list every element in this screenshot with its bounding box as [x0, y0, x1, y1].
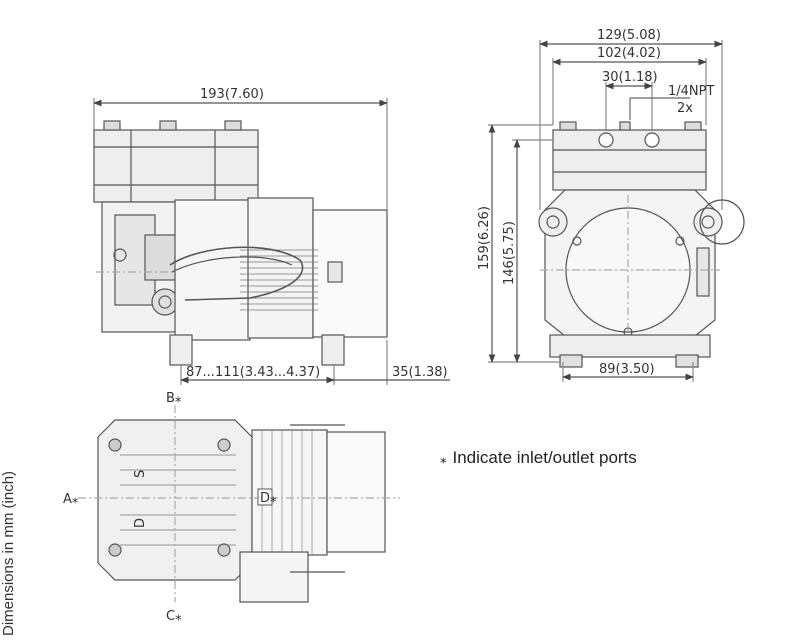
head-width-label: 102(4.02) [597, 46, 661, 61]
head-mark-d: D [133, 518, 148, 528]
port-label-a: A⁎ [63, 492, 79, 507]
port-label-d: D⁎ [260, 491, 277, 506]
legend-text: Indicate inlet/outlet ports [452, 448, 637, 467]
side-view [93, 98, 450, 385]
front-view [488, 40, 745, 382]
overall-height-label: 159(6.26) [477, 206, 492, 270]
port-thread-label: 1/4NPT [668, 84, 714, 99]
port-label-c: C⁎ [166, 609, 182, 624]
legend-star: ⁎ [440, 451, 447, 466]
overall-length-label: 193(7.60) [200, 87, 264, 102]
mount-height-label: 146(5.75) [502, 221, 517, 285]
top-view [78, 405, 400, 603]
port-label-b: B⁎ [166, 391, 182, 406]
port-count-label: 2x [677, 101, 693, 116]
overall-width-label: 129(5.08) [597, 28, 661, 43]
head-mark-s: S [133, 470, 148, 478]
foot-spacing-label: 89(3.50) [599, 362, 655, 377]
ports-legend: ⁎ Indicate inlet/outlet ports [440, 448, 637, 468]
units-note: Dimensions in mm (inch) [0, 470, 17, 636]
motor-overhang-label: 35(1.38) [392, 365, 448, 380]
port-spacing-label: 30(1.18) [602, 70, 658, 85]
mount-range-label: 87...111(3.43...4.37) [186, 365, 320, 380]
